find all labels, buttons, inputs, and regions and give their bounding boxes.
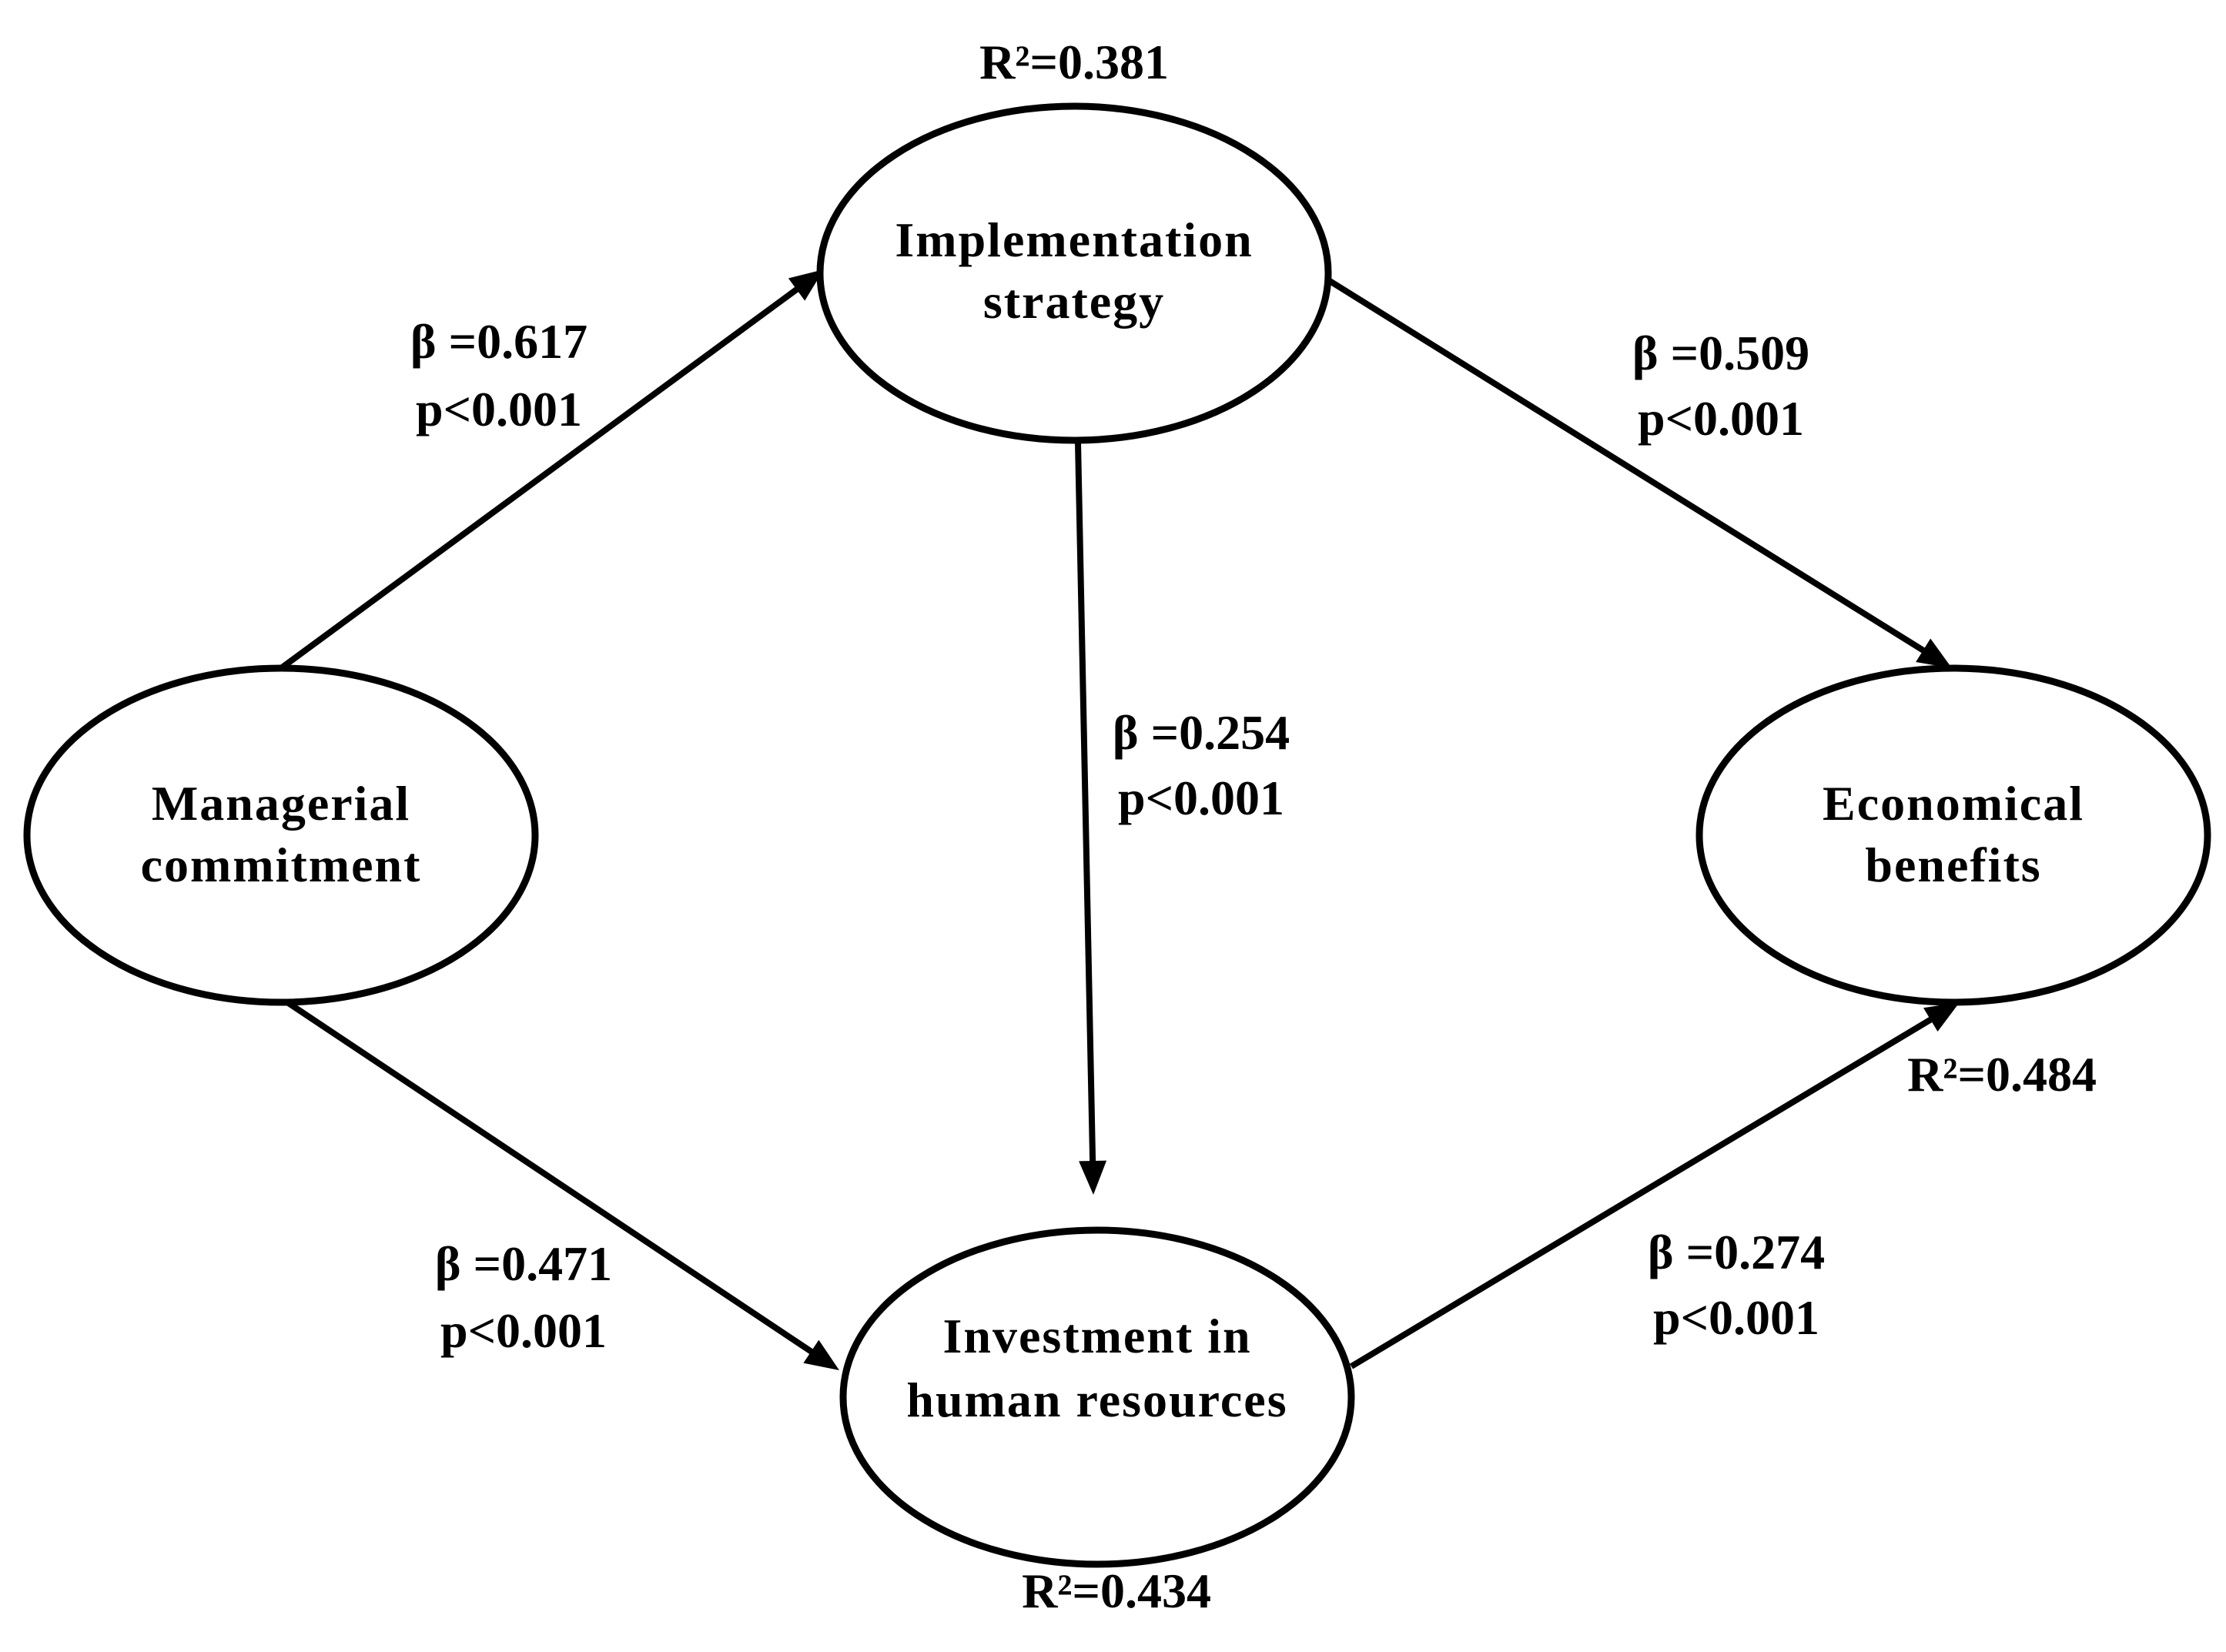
- implementation-label-line1: Implementation: [895, 212, 1253, 267]
- node-managerial-commitment: [23, 664, 539, 1006]
- implementation-r2: R²=0.381: [979, 35, 1169, 89]
- mc-is-beta: β =0.617: [410, 314, 587, 369]
- is-ihr-beta: β =0.254: [1113, 705, 1290, 760]
- economical-r2: R²=0.484: [1907, 1047, 2097, 1102]
- edge-managerial-to-implementation: [279, 283, 805, 671]
- investment-label-line1: Investment in: [942, 1309, 1251, 1363]
- investment-r2: R²=0.434: [1022, 1563, 1211, 1618]
- edge-managerial-to-investment: [283, 998, 818, 1358]
- mc-ihr-beta: β =0.471: [435, 1236, 612, 1291]
- managerial-label-line2: commitment: [141, 838, 422, 892]
- arrowhead-implementation-to-investment: [1079, 1160, 1107, 1195]
- edge-implementation-to-investment: [1075, 442, 1096, 1168]
- ihr-eb-beta: β =0.274: [1648, 1225, 1825, 1279]
- edge-implementation-to-economical: [1327, 278, 1931, 657]
- node-investment-human-resources: [839, 1226, 1355, 1568]
- mc-ihr-p: p<0.001: [440, 1303, 607, 1358]
- edges: [279, 269, 1960, 1370]
- nodes: [23, 102, 2211, 1568]
- path-coefficient-labels: β =0.617 p<0.001 β =0.509 p<0.001 β =0.2…: [410, 314, 1825, 1358]
- r-squared-labels: R²=0.381 R²=0.484 R²=0.434: [979, 35, 2097, 1618]
- economical-label-line1: Economical: [1823, 776, 2084, 831]
- node-labels: Managerial commitment Implementation str…: [141, 212, 2084, 1427]
- implementation-label-line2: strategy: [983, 274, 1165, 329]
- node-implementation-strategy: [816, 102, 1332, 444]
- mc-is-p: p<0.001: [416, 382, 582, 436]
- is-eb-beta: β =0.509: [1632, 326, 1809, 380]
- arrowhead-investment-to-economical: [1923, 1002, 1960, 1032]
- is-ihr-p: p<0.001: [1118, 771, 1284, 825]
- node-economical-benefits: [1695, 664, 2211, 1006]
- ihr-eb-p: p<0.001: [1653, 1290, 1819, 1345]
- edge-investment-to-economical: [1349, 1013, 1938, 1369]
- arrowhead-implementation-to-economical: [1916, 638, 1952, 668]
- arrowhead-managerial-to-implementation: [788, 269, 824, 301]
- investment-label-line2: human resources: [906, 1373, 1287, 1427]
- managerial-label-line1: Managerial: [152, 776, 410, 831]
- arrowhead-managerial-to-investment: [803, 1339, 839, 1370]
- is-eb-p: p<0.001: [1638, 391, 1804, 446]
- economical-label-line2: benefits: [1865, 838, 2041, 892]
